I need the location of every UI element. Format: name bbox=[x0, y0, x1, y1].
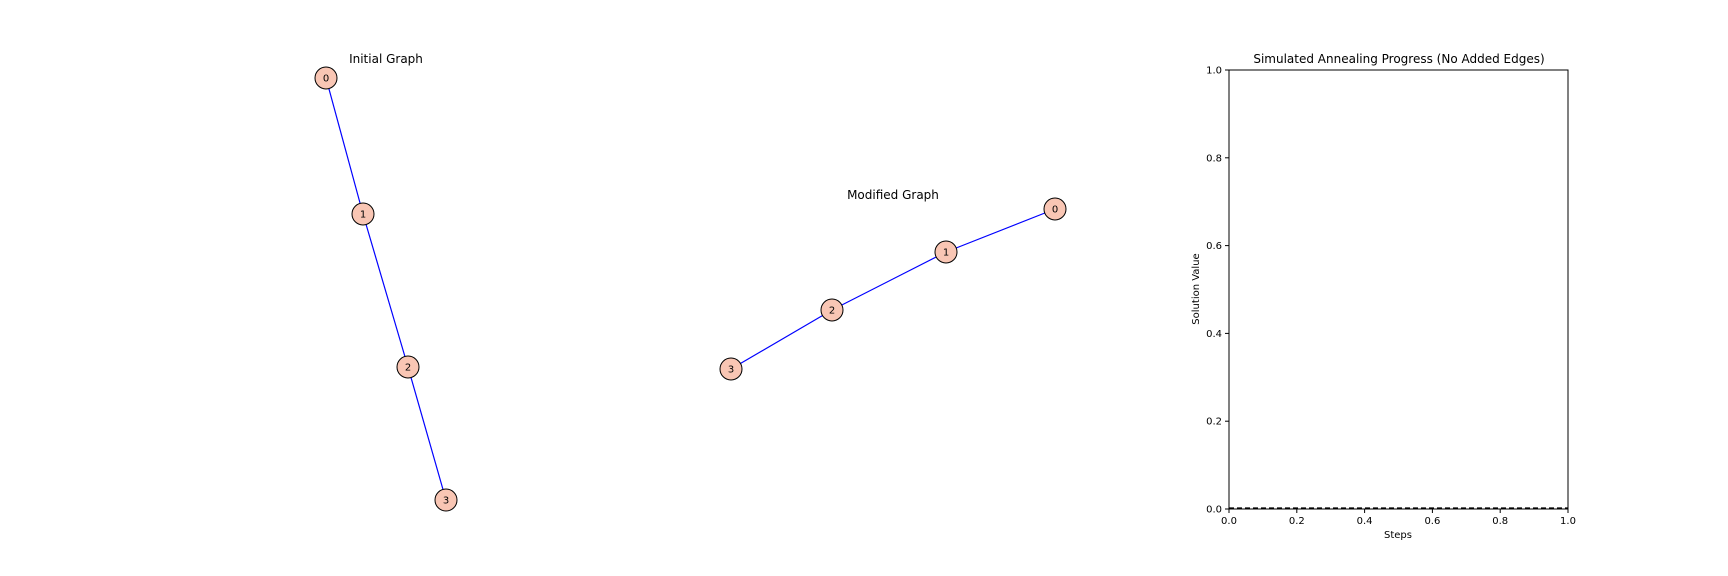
modified-node-2 bbox=[820, 298, 844, 322]
modified-node-1 bbox=[934, 240, 958, 264]
x-tick-label: 0.0 bbox=[1221, 516, 1237, 527]
initial-node-label-1: 1 bbox=[360, 210, 366, 221]
annealing-plot-panel: Simulated Annealing Progress (No Added E… bbox=[1191, 52, 1576, 541]
initial-node-label-2: 2 bbox=[405, 363, 411, 374]
x-tick-label: 0.4 bbox=[1357, 516, 1373, 527]
x-tick-label: 0.6 bbox=[1424, 516, 1440, 527]
x-axis-label: Steps bbox=[1384, 530, 1412, 541]
initial-node-label-3: 3 bbox=[443, 496, 449, 507]
modified-edge-0-1 bbox=[945, 208, 1056, 253]
initial-graph-nodes: 0 1 2 3 bbox=[314, 66, 458, 512]
modified-node-label-0: 0 bbox=[1052, 205, 1058, 216]
initial-node-label-0: 0 bbox=[323, 74, 329, 85]
initial-node-3 bbox=[434, 488, 458, 512]
initial-graph-panel: Initial Graph 0 1 2 3 bbox=[314, 52, 458, 512]
modified-node-label-3: 3 bbox=[728, 365, 734, 376]
initial-edge-0-1 bbox=[325, 77, 364, 215]
x-axis-ticks: 0.0 0.2 0.4 0.6 0.8 1.0 bbox=[1221, 509, 1576, 527]
modified-node-3 bbox=[719, 357, 743, 381]
modified-graph-title: Modified Graph bbox=[847, 188, 939, 202]
annealing-plot-title: Simulated Annealing Progress (No Added E… bbox=[1253, 52, 1544, 66]
y-tick-label: 0.0 bbox=[1206, 505, 1222, 516]
y-tick-label: 0.4 bbox=[1206, 329, 1222, 340]
y-tick-label: 0.6 bbox=[1206, 241, 1222, 252]
initial-graph-edges bbox=[325, 77, 447, 501]
initial-node-1 bbox=[351, 202, 375, 226]
y-tick-label: 0.8 bbox=[1206, 153, 1222, 164]
modified-edge-2-3 bbox=[730, 309, 833, 370]
initial-edge-2-3 bbox=[407, 366, 447, 501]
x-tick-label: 0.2 bbox=[1289, 516, 1305, 527]
modified-graph-nodes: 0 1 2 3 bbox=[719, 197, 1067, 381]
x-tick-label: 0.8 bbox=[1492, 516, 1508, 527]
initial-edge-1-2 bbox=[362, 213, 409, 368]
modified-node-label-1: 1 bbox=[943, 248, 949, 259]
plot-axes-frame bbox=[1228, 69, 1569, 510]
y-axis-ticks: 0.0 0.2 0.4 0.6 0.8 1.0 bbox=[1206, 66, 1229, 516]
initial-node-0 bbox=[314, 66, 338, 90]
initial-node-2 bbox=[396, 355, 420, 379]
modified-edge-1-2 bbox=[831, 251, 947, 311]
modified-node-label-2: 2 bbox=[829, 306, 835, 317]
modified-graph-edges bbox=[730, 208, 1056, 370]
y-tick-label: 0.2 bbox=[1206, 417, 1222, 428]
y-tick-label: 1.0 bbox=[1206, 66, 1222, 77]
modified-node-0 bbox=[1043, 197, 1067, 221]
y-axis-label: Solution Value bbox=[1191, 253, 1202, 324]
initial-graph-title: Initial Graph bbox=[349, 52, 423, 66]
x-tick-label: 1.0 bbox=[1560, 516, 1576, 527]
modified-graph-panel: Modified Graph 0 1 2 3 bbox=[719, 188, 1067, 381]
